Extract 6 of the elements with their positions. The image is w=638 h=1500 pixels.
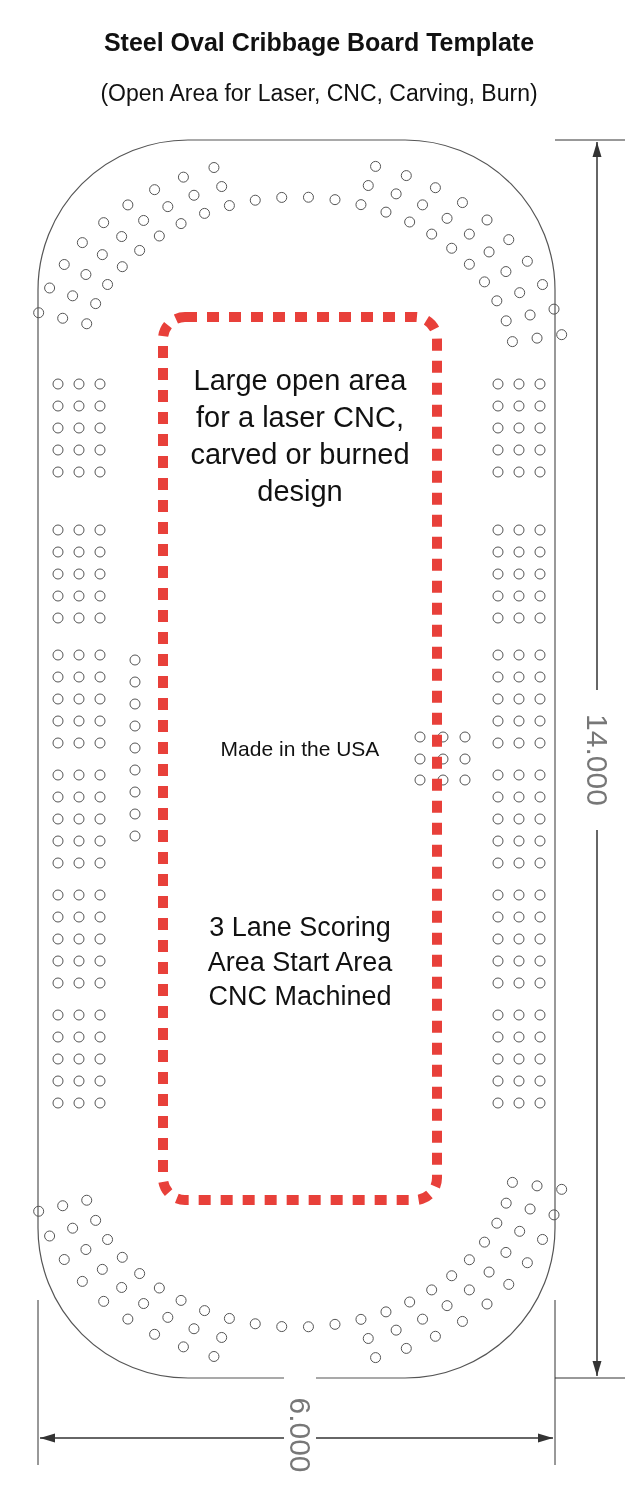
title: Steel Oval Cribbage Board Template: [102, 28, 536, 57]
area-description: Large open area for a laser CNC, carved or burned design: [189, 363, 411, 510]
subtitle: (Open Area for Laser, CNC, Carving, Burn): [99, 80, 539, 107]
area-description: Made in the USA: [219, 736, 381, 762]
open-area: [158, 312, 442, 1205]
area-description: 3 Lane Scoring Area Start Area CNC Machined: [206, 911, 394, 1014]
